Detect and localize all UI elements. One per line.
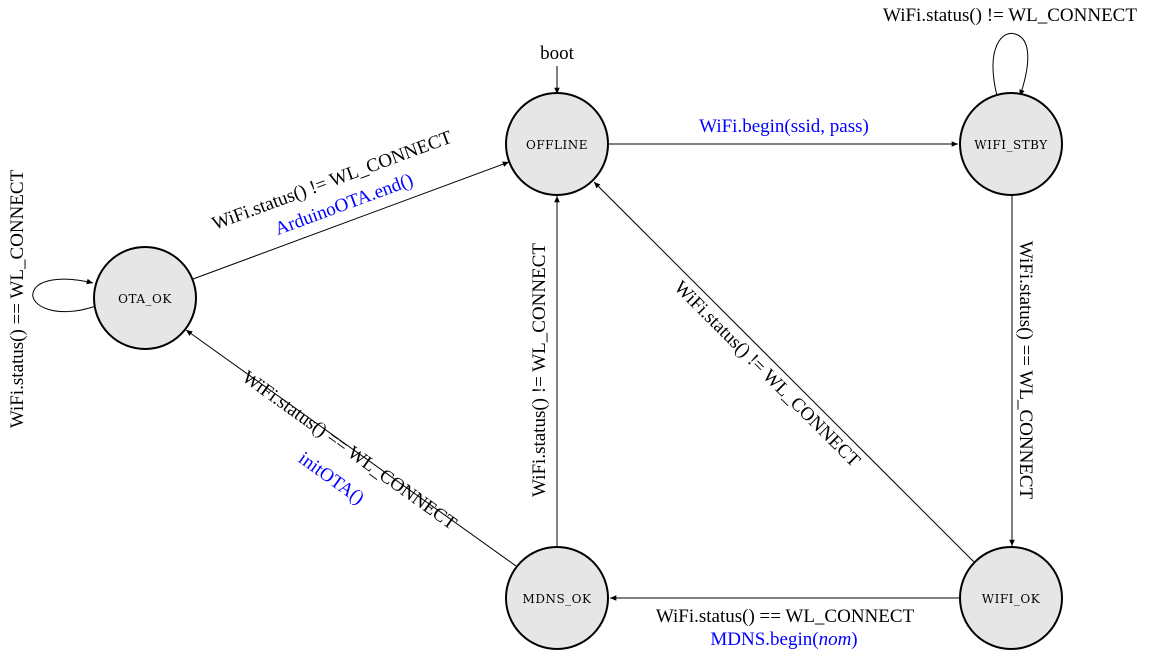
state-offline: OFFLINE bbox=[505, 92, 609, 196]
label-wifiok-to-mdns-action: MDNS.begin(nom) bbox=[710, 629, 857, 650]
state-wifi-ok-label: WIFI_OK bbox=[982, 592, 1041, 606]
edge-wifi-ok-to-offline bbox=[593, 181, 975, 563]
label-ota-self-condition: WiFi.status() == WL_CONNECT bbox=[7, 169, 28, 428]
label-wifiok-to-offline-condition: WiFi.status() != WL_CONNECT bbox=[670, 277, 865, 472]
label-stby-to-wifiok-condition: WiFi.status() == WL_CONNECT bbox=[1015, 241, 1036, 500]
label-mdns-to-ota-condition: WiFi.status() == WL_CONNECT bbox=[238, 367, 461, 535]
state-ota-ok: OTA_OK bbox=[93, 246, 197, 350]
label-mdns-to-offline-condition: WiFi.status() != WL_CONNECT bbox=[529, 243, 550, 497]
state-wifi-stby-label: WIFI_STBY bbox=[974, 138, 1048, 152]
state-wifi-stby: WIFI_STBY bbox=[959, 92, 1063, 196]
edge-ota-ok-to-offline bbox=[192, 161, 510, 280]
edge-mdns-ok-to-ota-ok bbox=[185, 329, 517, 567]
state-mdns-ok-label: MDNS_OK bbox=[523, 592, 592, 606]
label-offline-to-stby-action: WiFi.begin(ssid, pass) bbox=[699, 116, 869, 137]
edge-ota-ok-self-loop bbox=[32, 278, 97, 313]
label-stby-self-condition: WiFi.status() != WL_CONNECT bbox=[883, 5, 1137, 26]
edge-wifi-stby-self-loop bbox=[992, 32, 1029, 97]
label-wifiok-to-mdns-condition: WiFi.status() == WL_CONNECT bbox=[656, 606, 915, 627]
state-offline-label: OFFLINE bbox=[526, 138, 588, 152]
state-wifi-ok: WIFI_OK bbox=[959, 546, 1063, 650]
state-mdns-ok: MDNS_OK bbox=[505, 546, 609, 650]
state-ota-ok-label: OTA_OK bbox=[118, 292, 172, 306]
initial-label: boot bbox=[540, 43, 575, 64]
